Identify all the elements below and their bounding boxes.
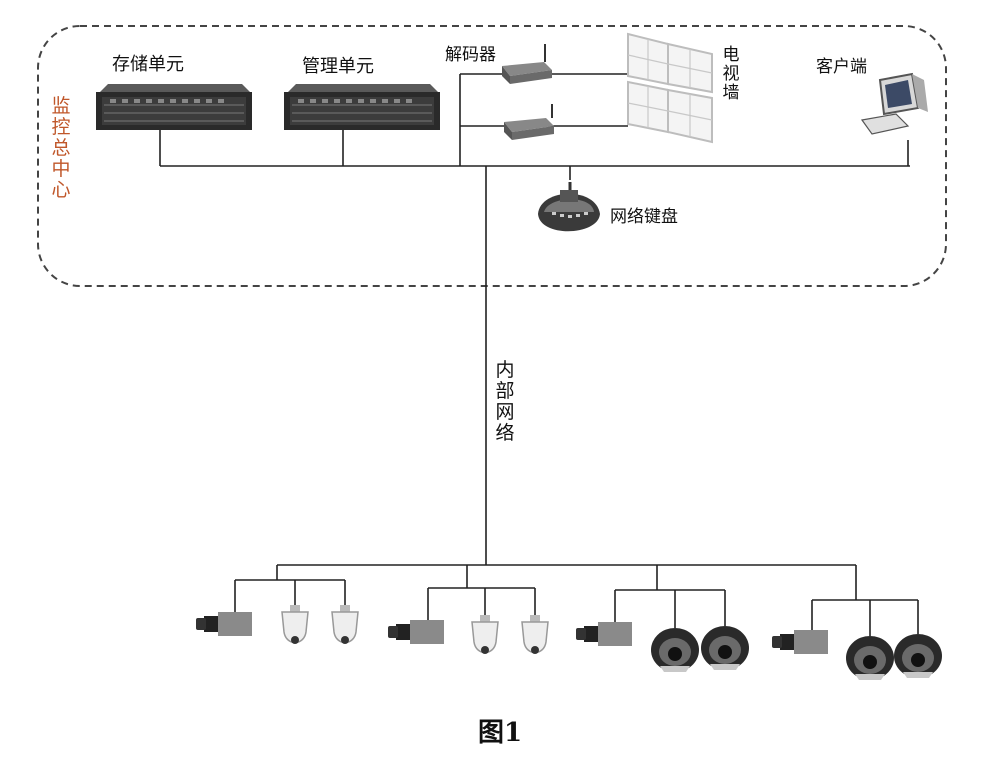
internal-network-label: 内部网络 xyxy=(495,359,515,444)
decoder-icon xyxy=(502,44,552,84)
camera-bus xyxy=(234,564,919,636)
dome-camera-icon xyxy=(521,615,549,654)
decoder-label: 解码器 xyxy=(445,45,496,65)
box-camera-icon xyxy=(388,620,444,644)
storage-unit-icon xyxy=(96,84,252,130)
box-camera-icon xyxy=(196,612,252,636)
management-unit-label: 管理单元 xyxy=(302,56,374,77)
client-computer-icon xyxy=(860,72,928,135)
network-keyboard-label: 网络键盘 xyxy=(610,207,678,227)
center-bus xyxy=(159,73,910,565)
management-unit-icon xyxy=(284,84,440,130)
tv-wall-icon xyxy=(627,32,713,144)
ceiling-dome-camera-icon xyxy=(894,634,942,678)
dome-camera-icon xyxy=(471,615,499,654)
monitoring-center-label: 监控总中心 xyxy=(51,95,71,201)
client-label: 客户端 xyxy=(816,57,867,77)
box-camera-icon xyxy=(576,622,632,646)
storage-unit-label: 存储单元 xyxy=(112,54,184,75)
ceiling-dome-camera-icon xyxy=(651,628,699,672)
box-camera-icon xyxy=(772,630,828,654)
ceiling-dome-camera-icon xyxy=(701,626,749,670)
dome-camera-icon xyxy=(281,605,309,644)
ceiling-dome-camera-icon xyxy=(846,636,894,680)
tv-wall-label: 电视墙 xyxy=(722,45,740,103)
monitoring-center-frame xyxy=(37,25,947,287)
dome-camera-icon xyxy=(331,605,359,644)
decoder-icon xyxy=(504,104,554,140)
network-keyboard-icon xyxy=(538,182,600,232)
figure-caption: 图1 xyxy=(477,718,523,748)
